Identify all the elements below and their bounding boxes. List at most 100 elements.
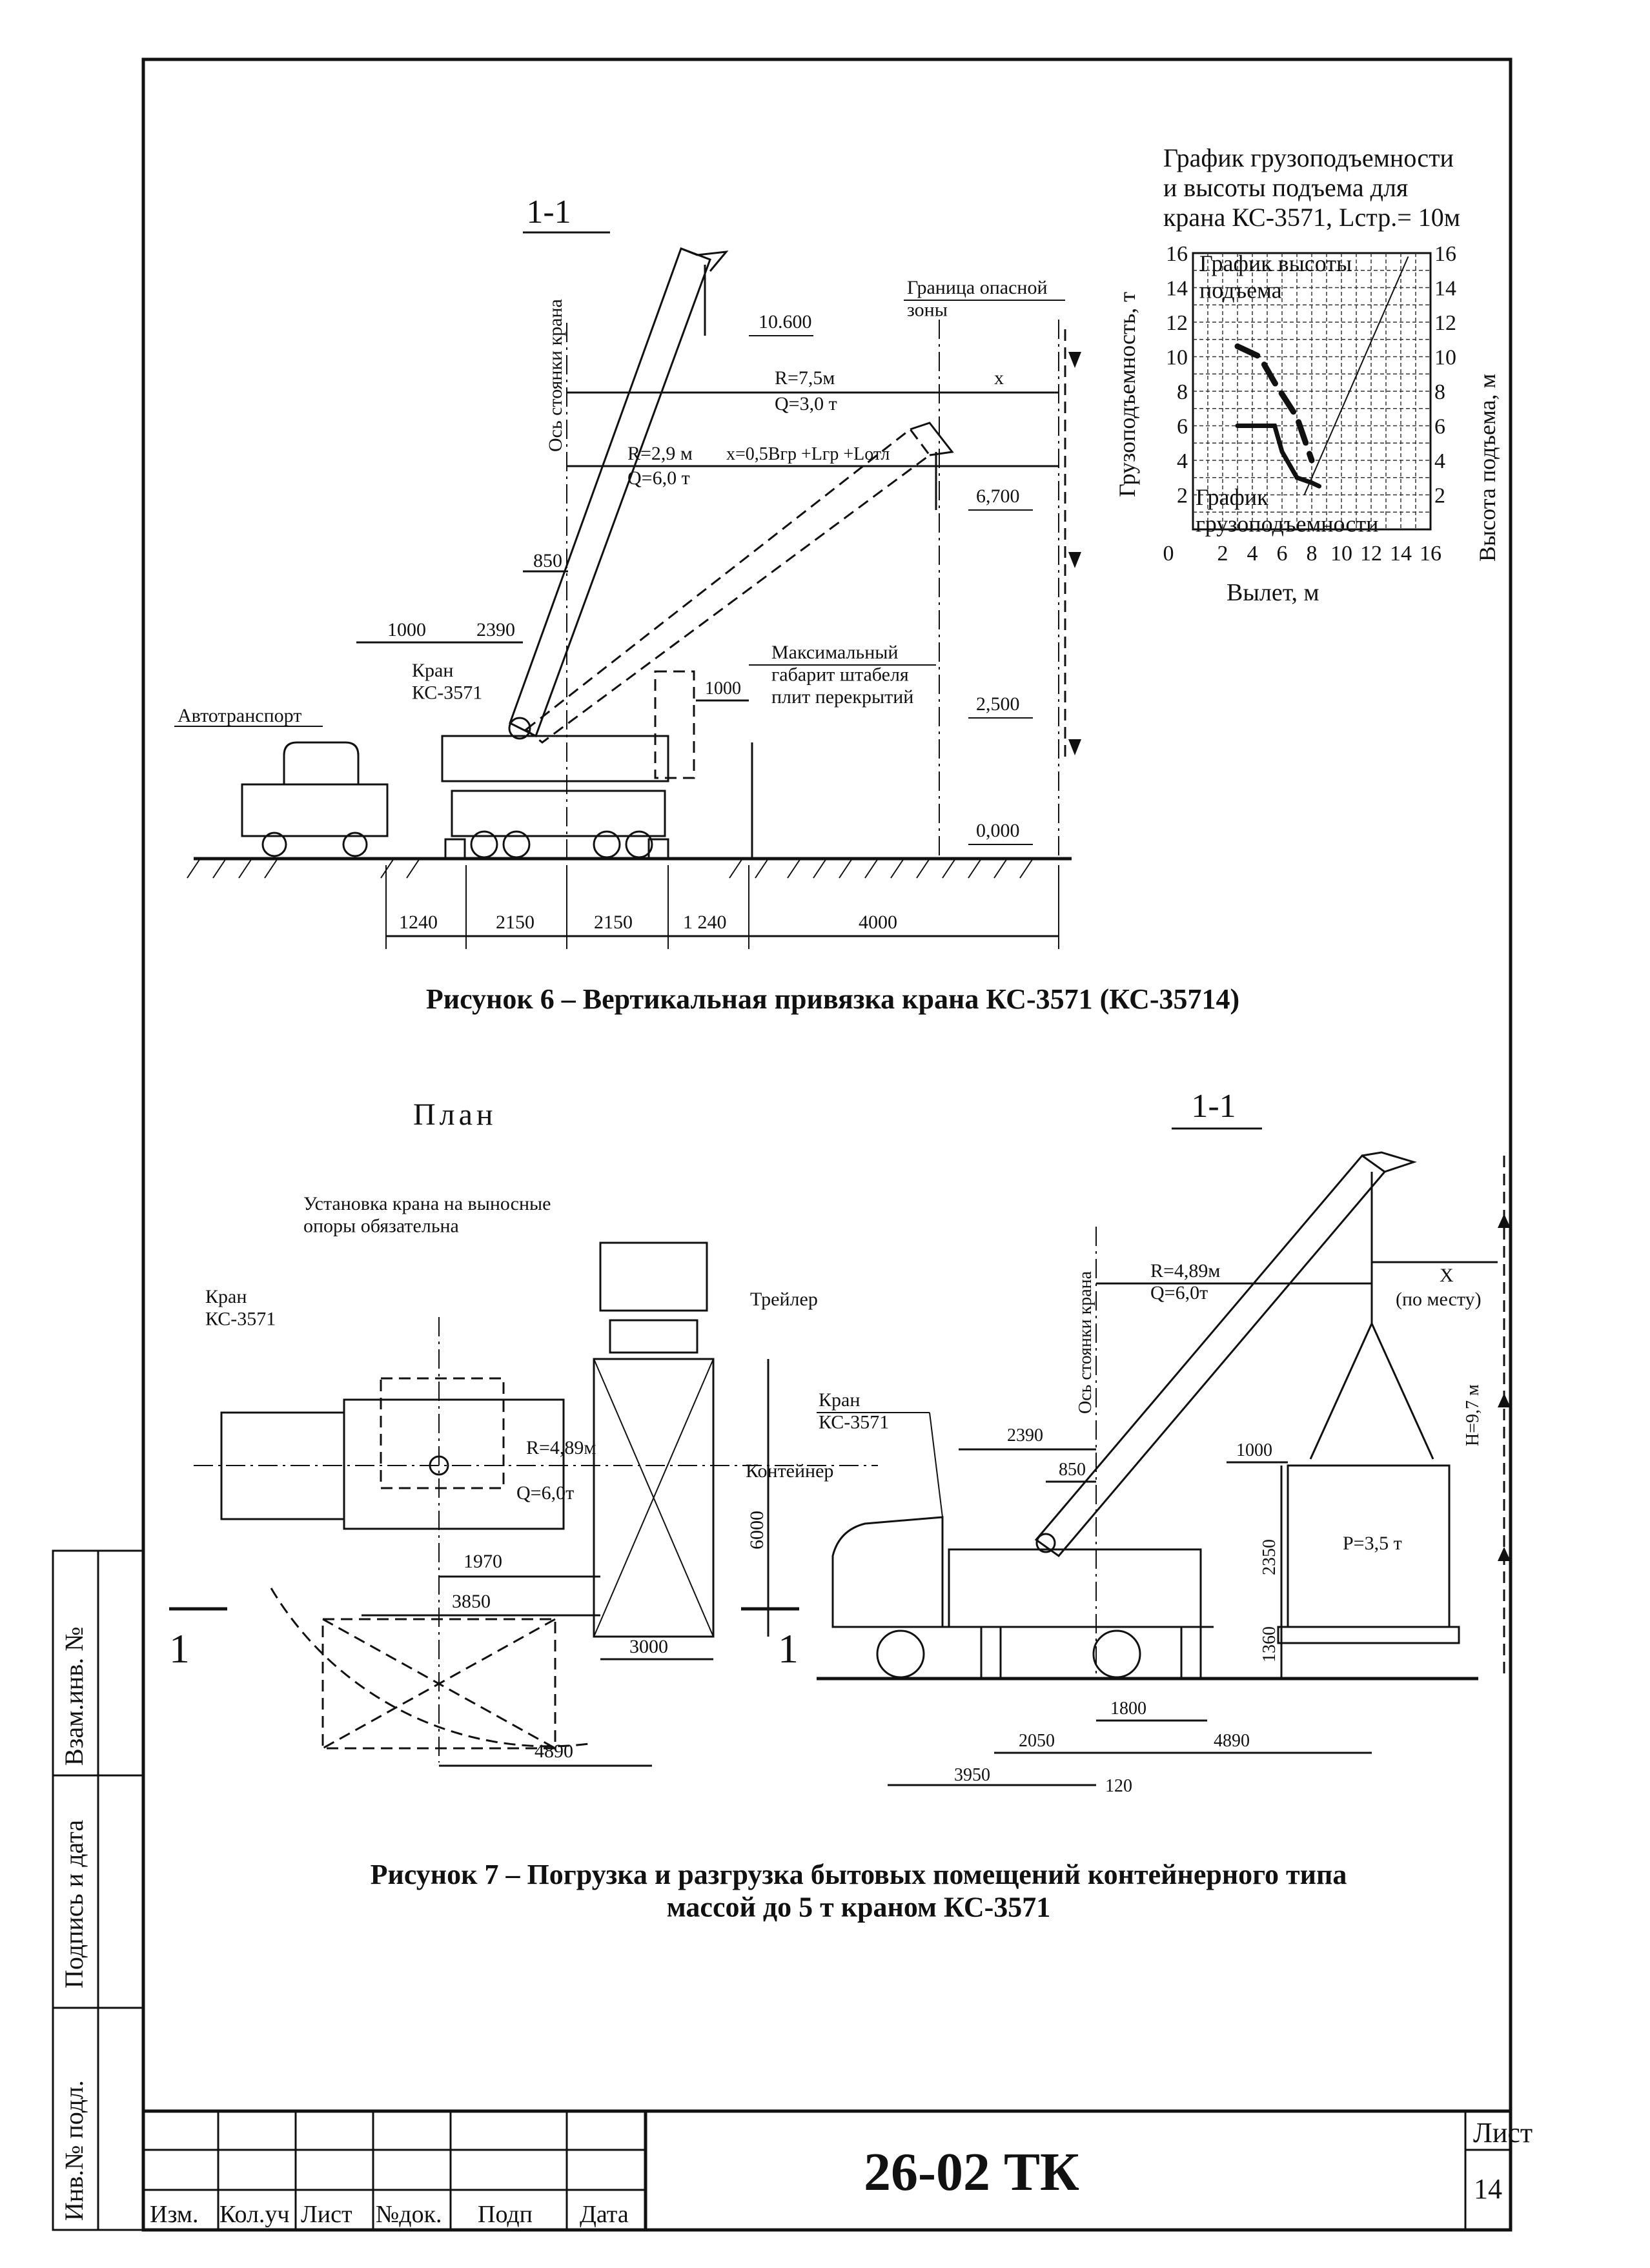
fig6-axis-label: Ось стоянки крана [545, 299, 566, 452]
side-podpis: Подпись и дата [59, 1820, 88, 1988]
fig6-truck-body [241, 783, 389, 837]
chart-ytick-left: 16 [1166, 242, 1188, 266]
chart-xtick: 12 [1360, 542, 1382, 566]
fig6-level-2500: 2,500 [976, 693, 1020, 715]
fig6-q2: Q=6,0 т [627, 467, 690, 489]
fig6-outrigger [647, 838, 669, 860]
fig7-dim-2350: 2350 [1259, 1539, 1279, 1575]
chart-ytick-right: 14 [1434, 277, 1456, 301]
sheet-number: 14 [1474, 2173, 1502, 2205]
fig7-plan-container [593, 1358, 715, 1638]
chart-ylabel-right: Высота подъема, м [1474, 374, 1500, 562]
chart-ytick-right: 4 [1434, 449, 1445, 473]
fig7-plan-dims: 1970 3850 3000 4890 6000 [362, 1359, 769, 1767]
chart-xtick: 14 [1390, 542, 1412, 566]
title-block: Изм. Кол.уч Лист №док. Подп Дата 26-02 Т… [143, 2109, 1533, 2230]
chart-series-capacity [1235, 424, 1321, 489]
fig6-outrigger [444, 838, 466, 860]
fig7-dim-2050: 2050 [1019, 1731, 1055, 1751]
chart-xtick: 4 [1247, 542, 1258, 566]
fig6-crane-wheel [593, 830, 621, 859]
fig7-truck-wheel [1092, 1629, 1141, 1679]
chart-xtick: 0 [1163, 542, 1174, 566]
chart-ytick-right: 6 [1434, 415, 1445, 439]
fig7-section-marks: 1 1 [169, 1607, 799, 1671]
fig7-dim-3950: 3950 [954, 1765, 990, 1785]
fig7-truck-wheel [876, 1629, 925, 1679]
chart-ytick-left: 10 [1166, 346, 1188, 370]
fig6-truck: Автотранспорт [174, 705, 389, 857]
fig7-plan-body [343, 1398, 565, 1530]
chart-ytick-left: 2 [1177, 484, 1188, 508]
fig7-axis-label: Ось стоянки крана [1075, 1271, 1095, 1414]
chart-xtick: 10 [1330, 542, 1352, 566]
fig7-dim-1970: 1970 [463, 1551, 502, 1572]
chart-xtick: 16 [1420, 542, 1441, 566]
chart-ytick-right: 8 [1434, 380, 1445, 404]
fig7-h: H=9,7 м [1463, 1384, 1483, 1446]
fig7-plan-trailer-hitch [609, 1319, 698, 1354]
fig7-plan-q: Q=6,0т [516, 1482, 574, 1504]
side-zam-inv: Взам.инв. № [59, 1627, 88, 1766]
fig7-level-arrow [1498, 1547, 1511, 1561]
chart-ytick-left: 6 [1177, 415, 1188, 439]
fig7-sling [1370, 1323, 1434, 1460]
sheet-label: Лист [1473, 2117, 1533, 2149]
fig6-q1: Q=3,0 т [775, 393, 837, 414]
fig6-level-0000: 0,000 [976, 820, 1020, 841]
fig7-section-mark-right: 1 [778, 1626, 799, 1671]
fig7-section-q: Q=6,0т [1150, 1282, 1208, 1303]
fig6-level-marks: 10.600 6,700 2,500 0,000 [749, 311, 1081, 845]
fig6-x: x [994, 367, 1004, 389]
fig7-load-label: P=3,5 т [1343, 1533, 1402, 1554]
stamp-header-kol: Кол.уч [219, 2201, 290, 2228]
fig7-dim-4890: 4890 [1214, 1731, 1250, 1751]
fig7-dim-3000: 3000 [629, 1636, 668, 1657]
fig6-formula: x=0,5Bгр +Lгр +Lотл [726, 444, 890, 464]
chart-xtick: 2 [1217, 542, 1228, 566]
fig6-r2: R=2,9 м [627, 443, 693, 464]
chart-xtick: 8 [1307, 542, 1318, 566]
fig6-counterweight [654, 670, 695, 779]
chart-ytick-right: 16 [1434, 242, 1456, 266]
side-inv-podl: Инв.№ подл. [59, 2080, 88, 2221]
chart-ylabel-left: Грузоподъемность, т [1114, 292, 1140, 497]
fig7-container-base [1277, 1626, 1460, 1644]
fig7-dim-1800: 1800 [1110, 1699, 1146, 1719]
fig7-boom-head [1361, 1151, 1417, 1173]
chart-ytick-left: 14 [1166, 277, 1188, 301]
fig6-r1: R=7,5м [775, 367, 835, 389]
chart-ytick-left: 12 [1166, 311, 1188, 335]
chart-series-height [1234, 343, 1315, 464]
fig6-boom-low-head [910, 422, 954, 456]
document-code: 26-02 ТК [864, 2142, 1079, 2202]
fig7-dim-1000: 1000 [1236, 1440, 1272, 1460]
fig7-dim-2390: 2390 [1007, 1425, 1043, 1446]
fig6-crane-wheel [502, 830, 531, 859]
fig7-section-view: P=3,5 т Ось стоянки крана H=9,7 м R=4,89… [817, 1151, 1511, 1796]
side-stamp: Взам.инв. № Подпись и дата Инв.№ подл. [52, 1549, 145, 2231]
fig6-dim-850: 850 [533, 550, 562, 571]
fig7-dim-3850: 3850 [452, 1591, 491, 1612]
fig6-dim-1240: 1240 [399, 912, 438, 933]
chart-grid [1193, 253, 1431, 529]
fig6-boom-head [680, 247, 729, 272]
fig7-dim-850: 850 [1059, 1460, 1086, 1480]
fig6-crane-chassis [451, 790, 666, 837]
